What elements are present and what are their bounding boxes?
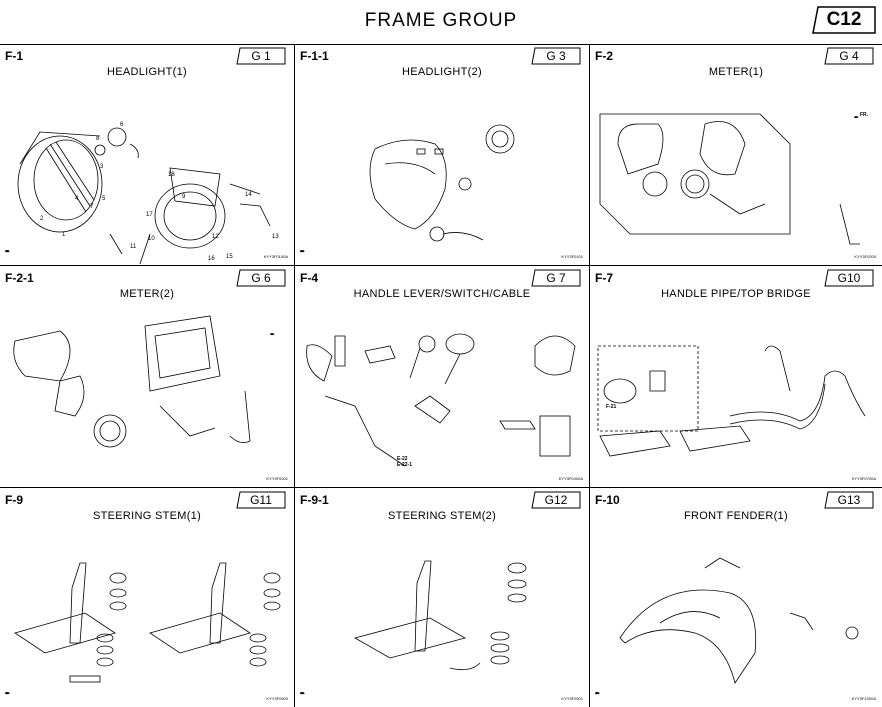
cell-ref: G10	[837, 271, 861, 285]
meter-diagram: ➨ FR.	[590, 84, 882, 264]
page-header: FRAME GROUP C12	[0, 0, 882, 45]
meter-exploded-diagram: ➨	[0, 306, 294, 486]
callout-18: 18	[168, 172, 175, 178]
fr-arrow-icon: ➨	[5, 691, 11, 697]
figure-code: KYY3F0400A	[558, 476, 583, 481]
cell-ref-badge: G 7	[531, 269, 581, 287]
figure-code: KYY3F0200	[854, 254, 876, 259]
callout-2: 2	[40, 216, 44, 222]
cell-code: F-1-1	[300, 49, 329, 63]
cell-f-9[interactable]: F-9 G11 STEERING STEM(1) ➨ KYY3F0900	[0, 488, 295, 707]
handle-pipe-diagram: F-21	[590, 306, 882, 486]
cell-title: HEADLIGHT(1)	[107, 66, 187, 78]
callout-3: 3	[100, 164, 104, 170]
cell-code: F-2	[595, 49, 613, 63]
callout-6: 6	[120, 122, 124, 128]
cell-f-2[interactable]: F-2 G 4 METER(1) ➨ FR. KYY3F0200	[590, 44, 882, 266]
cell-ref-badge: G10	[824, 269, 874, 287]
cell-ref-badge: G 6	[236, 269, 286, 287]
ref-label-e22: E-22	[397, 456, 408, 462]
fr-arrow-icon: ➨	[300, 691, 306, 697]
steering-stem-2-diagram	[295, 528, 589, 707]
callout-12: 12	[212, 234, 219, 240]
callout-5: 5	[102, 196, 106, 202]
cell-code: F-1	[5, 49, 23, 63]
cell-code: F-4	[300, 271, 318, 285]
steering-stem-diagram	[0, 528, 294, 707]
callout-1: 1	[62, 232, 66, 238]
diagram-grid: F-1 G 1 HEADLIGHT(1) 1	[0, 44, 882, 707]
cell-ref: G 1	[251, 49, 271, 63]
callout-7: 7	[90, 204, 94, 210]
cell-code: F-10	[595, 493, 620, 507]
figure-code: KYY3F1000A	[851, 696, 876, 701]
callout-4: 4	[75, 196, 79, 202]
svg-text:➨: ➨	[854, 115, 859, 121]
cell-f-2-1[interactable]: F-2-1 G 6 METER(2) ➨ KYY3F0201	[0, 266, 295, 488]
figure-code: KYY3F0700A	[851, 476, 876, 481]
ref-label-e22-1: E-22-1	[397, 462, 413, 468]
ref-label-f21: F-21	[606, 404, 617, 410]
fr-arrow-icon: ➨	[300, 249, 306, 255]
cell-code: F-9	[5, 493, 23, 507]
cell-code: F-7	[595, 271, 613, 285]
cell-ref: G 4	[839, 49, 859, 63]
callout-10: 10	[148, 236, 155, 242]
callout-11: 11	[130, 244, 137, 250]
cell-f-10[interactable]: F-10 G13 FRONT FENDER(1) ➨ KYY3F1000A	[590, 488, 882, 707]
handle-lever-diagram: E-22 E-22-1	[295, 306, 589, 486]
callout-15: 15	[226, 254, 233, 260]
cell-title: HANDLE LEVER/SWITCH/CABLE	[353, 288, 531, 300]
front-fender-diagram	[590, 528, 882, 707]
cell-title: METER(1)	[708, 66, 764, 78]
headlight-cowl-diagram	[295, 84, 589, 264]
svg-text:➨: ➨	[270, 332, 275, 338]
cell-ref: G13	[837, 493, 861, 507]
cell-title: FRONT FENDER(1)	[684, 510, 788, 522]
cell-f-7[interactable]: F-7 G10 HANDLE PIPE/TOP BRIDGE F-21 KYY3…	[590, 266, 882, 488]
cell-ref: G11	[250, 493, 272, 507]
fr-label: FR.	[860, 112, 869, 118]
cell-ref-badge: G 4	[824, 47, 874, 65]
cell-ref: G 6	[251, 271, 271, 285]
cell-ref-badge: G13	[824, 491, 874, 509]
cell-title: STEERING STEM(2)	[387, 510, 497, 522]
fr-arrow-icon: ➨	[595, 691, 601, 697]
cell-ref: G 3	[546, 49, 566, 63]
figure-code: KYY3F0100A	[263, 254, 288, 259]
cell-code: F-2-1	[5, 271, 34, 285]
page-code: C12	[826, 9, 862, 30]
cell-title: STEERING STEM(1)	[92, 510, 202, 522]
cell-title: HANDLE PIPE/TOP BRIDGE	[661, 288, 811, 300]
cell-f-1[interactable]: F-1 G 1 HEADLIGHT(1) 1	[0, 44, 295, 266]
figure-code: KYY3F0900	[266, 696, 288, 701]
fr-arrow-icon: ➨	[5, 249, 11, 255]
page-code-badge: C12	[812, 6, 876, 34]
figure-code: KYY3F0901	[561, 696, 583, 701]
callout-8: 8	[96, 136, 100, 142]
callout-14: 14	[245, 192, 252, 198]
figure-code: KYY3F0101	[561, 254, 583, 259]
cell-ref: G 7	[546, 271, 566, 285]
callout-9: 9	[182, 194, 186, 200]
page-title: FRAME GROUP	[364, 10, 518, 31]
cell-code: F-9-1	[300, 493, 329, 507]
callout-16: 16	[208, 256, 215, 262]
cell-ref-badge: G12	[531, 491, 581, 509]
cell-ref-badge: G 1	[236, 47, 286, 65]
cell-f-4[interactable]: F-4 G 7 HANDLE LEVER/SWITCH/CABLE E-22	[295, 266, 590, 488]
figure-code: KYY3F0201	[266, 476, 288, 481]
callout-17: 17	[146, 212, 153, 218]
cell-f-9-1[interactable]: F-9-1 G12 STEERING STEM(2) ➨ KYY3F0901	[295, 488, 590, 707]
cell-ref-badge: G11	[236, 491, 286, 509]
cell-title: HEADLIGHT(2)	[402, 66, 482, 78]
cell-ref-badge: G 3	[531, 47, 581, 65]
cell-ref: G12	[544, 493, 568, 507]
cell-title: METER(2)	[119, 288, 175, 300]
callout-13: 13	[272, 234, 279, 240]
headlight-diagram: 1 2 3 4 5 6 7 8 9 10 11 12 13 14 15 16 1…	[0, 84, 294, 264]
cell-f-1-1[interactable]: F-1-1 G 3 HEADLIGHT(2) ➨ KYY3F0101	[295, 44, 590, 266]
